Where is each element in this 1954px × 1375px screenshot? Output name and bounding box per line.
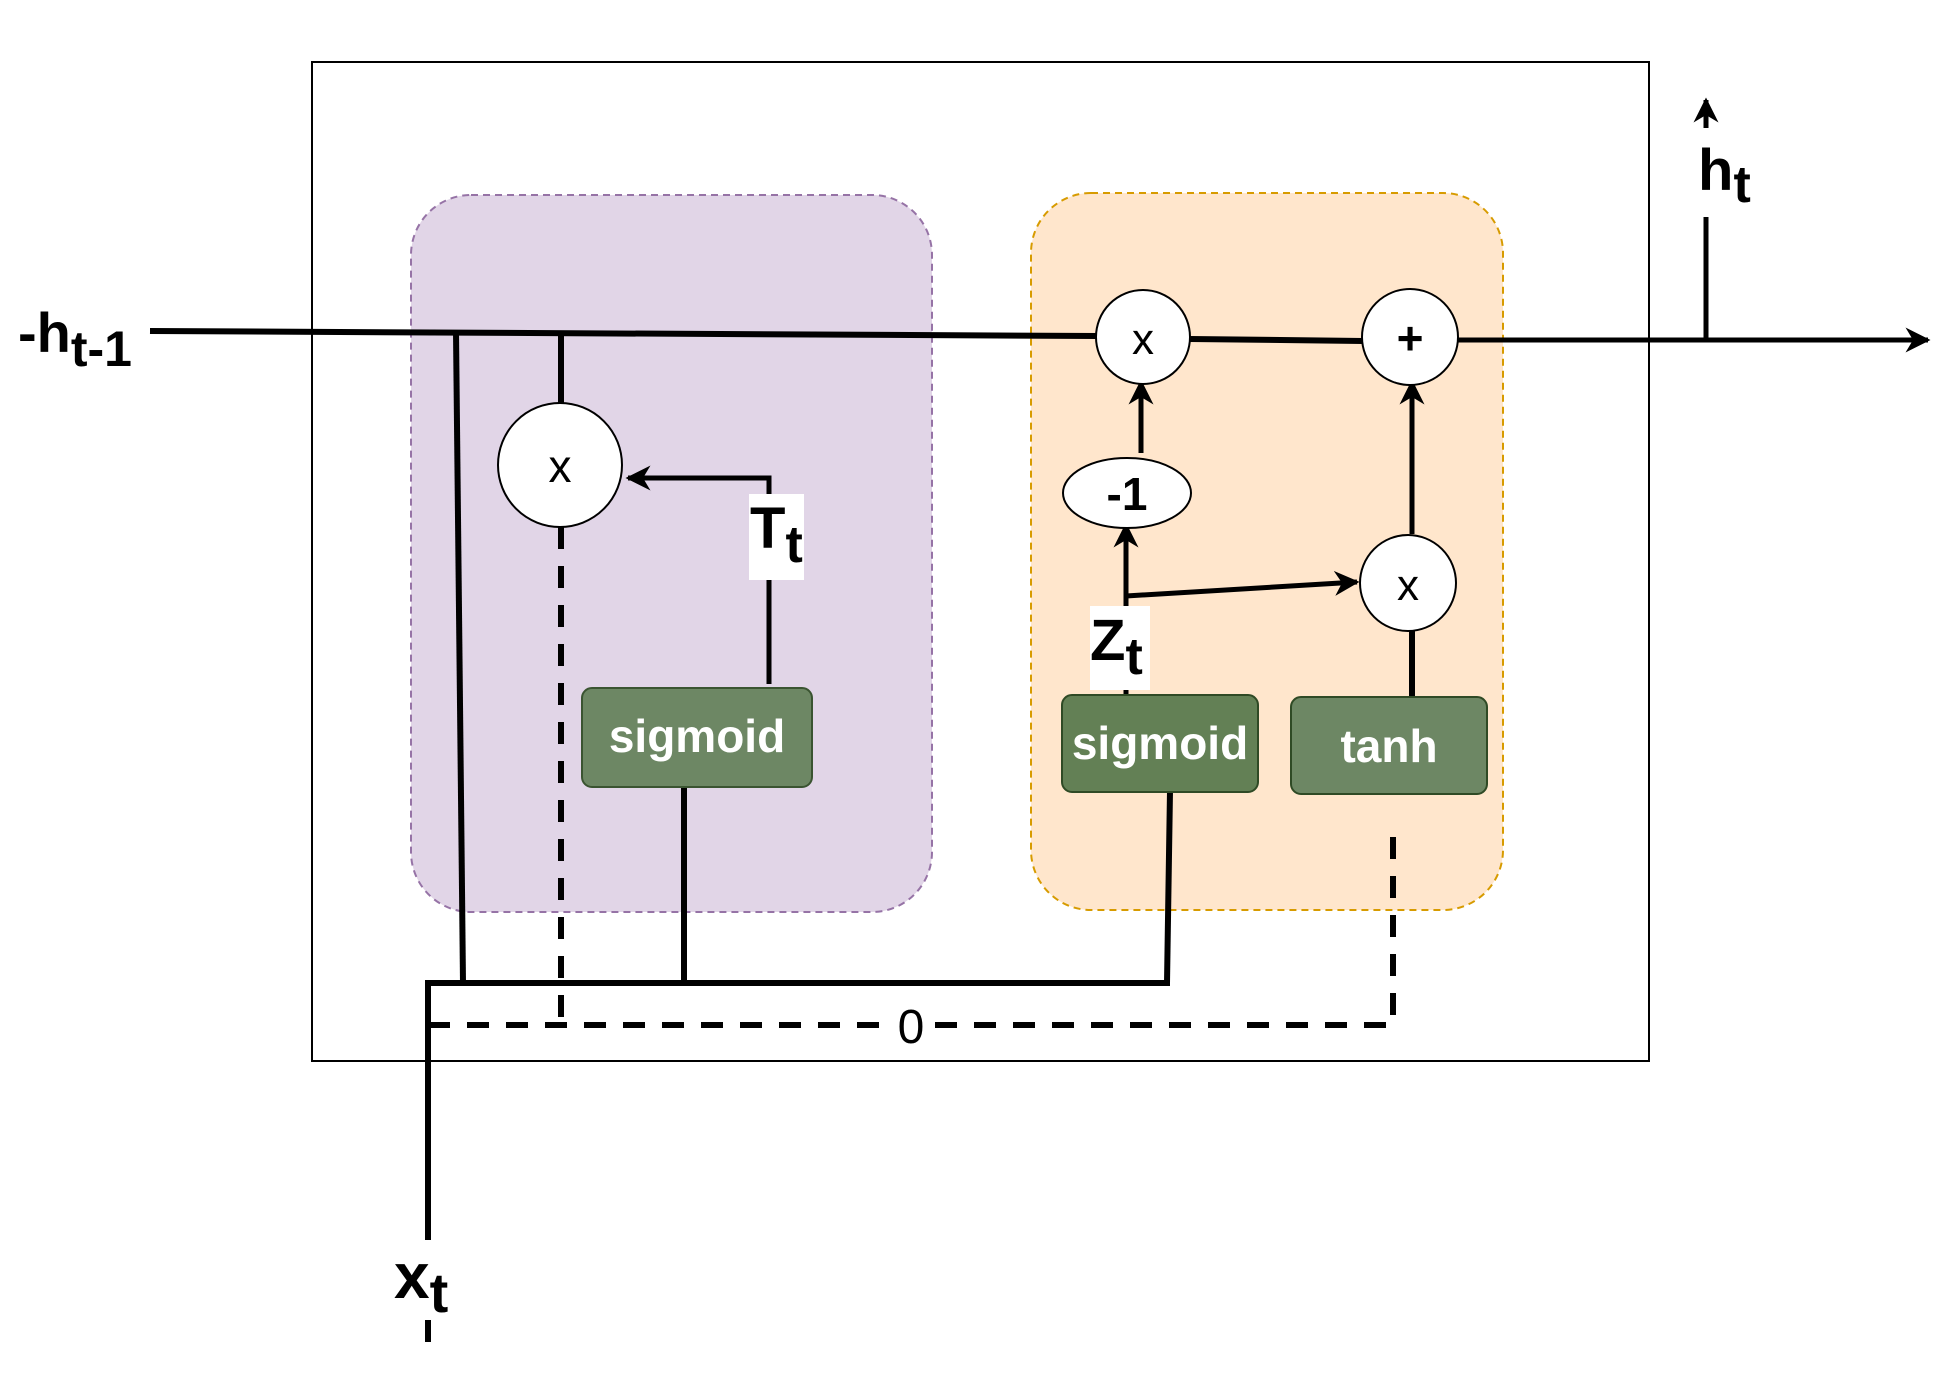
carry-mult-symbol: x	[1132, 315, 1154, 364]
zt-to-lower-mult	[1125, 570, 1360, 599]
negate-symbol: -1	[1107, 468, 1148, 520]
h-prev-label: -ht-1	[18, 301, 132, 377]
transform-sigmoid-gate	[581, 687, 813, 788]
h-out-label: ht	[1698, 138, 1751, 214]
x-in-label: xt	[394, 1240, 448, 1324]
tt-path	[625, 465, 772, 684]
tanh-label: tanh	[1340, 720, 1437, 772]
sum-node	[1361, 288, 1459, 386]
tt-label-bg	[749, 494, 804, 580]
dashed-zero-bus	[428, 820, 1396, 1028]
cell-boundary	[311, 61, 1650, 1062]
update-mult-node	[1359, 534, 1457, 632]
transform-gate-region	[410, 194, 933, 913]
zt-label: Zt	[1090, 608, 1143, 686]
update-sigmoid-gate	[1061, 694, 1259, 793]
update-mult-symbol: x	[1397, 561, 1419, 610]
tt-label: Tt	[750, 496, 803, 574]
update-sigmoid-label: sigmoid	[1072, 717, 1248, 769]
branch-down-line	[453, 331, 466, 984]
negate-node	[1062, 457, 1192, 529]
right-sigmoid-feed	[1164, 790, 1173, 984]
zero-label-bg	[888, 990, 934, 1060]
tanh-gate	[1290, 696, 1488, 795]
sum-symbol: +	[1397, 312, 1424, 364]
zero-label: 0	[898, 1001, 925, 1054]
transform-mult-symbol: x	[549, 440, 572, 492]
transform-sigmoid-label: sigmoid	[609, 710, 785, 762]
carry-mult-node	[1095, 289, 1191, 385]
transform-mult-node	[497, 402, 623, 528]
hidden-state-line-mid	[1189, 336, 1364, 344]
hidden-state-line	[149, 328, 1099, 339]
zt-label-bg	[1090, 606, 1150, 690]
